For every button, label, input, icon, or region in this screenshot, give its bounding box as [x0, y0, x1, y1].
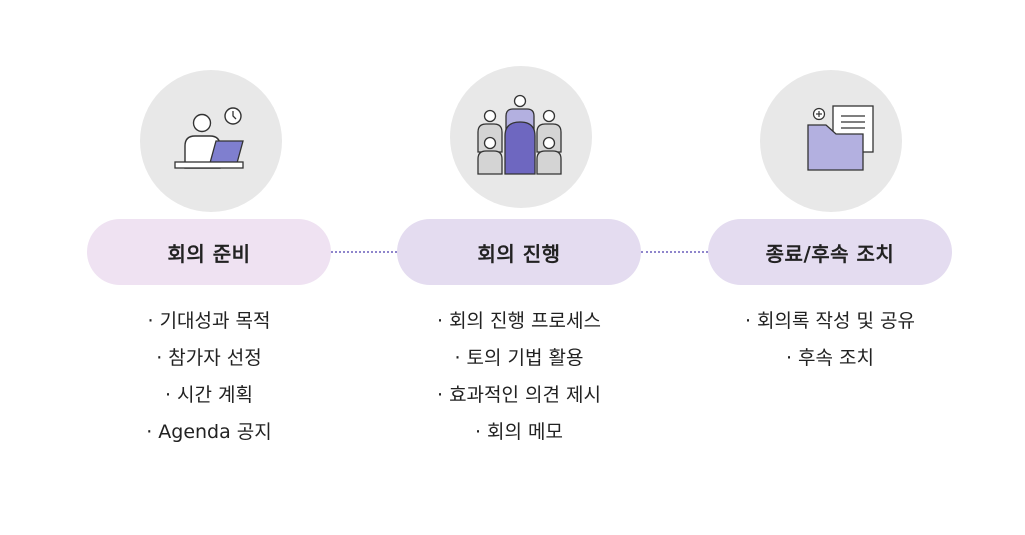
person-laptop-clock-icon [174, 107, 244, 169]
dotted-connector [331, 251, 397, 253]
icon-circle [760, 70, 902, 212]
step-item-list: ·기대성과 목적 ·참가자 선정 ·시간 계획 ·Agenda 공지 [67, 303, 351, 451]
list-item: ·기대성과 목적 [147, 310, 271, 332]
step-closing-followup: 종료/후속 조치 ·회의록 작성 및 공유 ·후속 조치 [708, 0, 952, 535]
step-item-list: ·회의 진행 프로세스 ·토의 기법 활용 ·효과적인 의견 제시 ·회의 메모 [377, 303, 661, 451]
list-item: ·시간 계획 [164, 384, 253, 406]
list-item: ·Agenda 공지 [146, 421, 272, 443]
meeting-group-icon [477, 94, 562, 175]
list-item: ·회의록 작성 및 공유 [744, 310, 915, 332]
dotted-connector [641, 251, 708, 253]
list-item: ·토의 기법 활용 [454, 347, 584, 369]
icon-circle [450, 66, 592, 208]
list-item: ·회의 메모 [474, 421, 563, 443]
step-meeting-progress: 회의 진행 ·회의 진행 프로세스 ·토의 기법 활용 ·효과적인 의견 제시 … [397, 0, 641, 535]
icon-circle [140, 70, 282, 212]
step-title-pill: 종료/후속 조치 [708, 219, 952, 285]
step-title-pill: 회의 준비 [87, 219, 331, 285]
list-item: ·후속 조치 [785, 347, 874, 369]
folder-document-icon [807, 105, 874, 171]
step-meeting-preparation: 회의 준비 ·기대성과 목적 ·참가자 선정 ·시간 계획 ·Agenda 공지 [87, 0, 331, 535]
list-item: ·효과적인 의견 제시 [437, 384, 601, 406]
list-item: ·회의 진행 프로세스 [437, 310, 601, 332]
step-title-pill: 회의 진행 [397, 219, 641, 285]
list-item: ·참가자 선정 [156, 347, 262, 369]
step-item-list: ·회의록 작성 및 공유 ·후속 조치 [688, 303, 972, 377]
